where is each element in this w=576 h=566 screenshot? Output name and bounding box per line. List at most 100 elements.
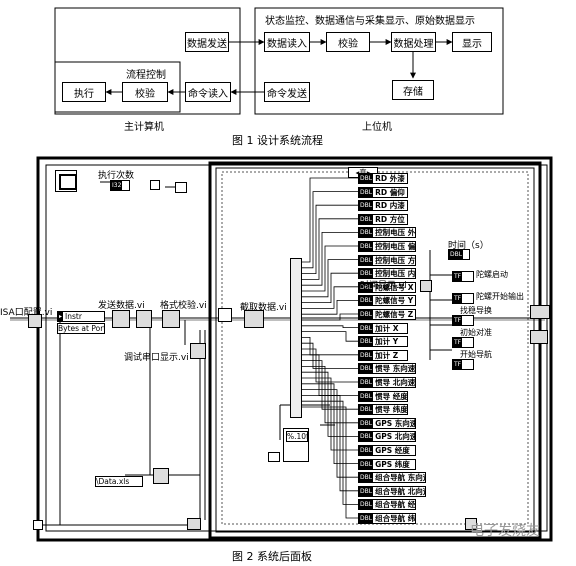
output-indicator-label: 陀螺信号 Z [375,310,414,319]
upper-label: 上位机 [362,122,392,133]
close-port-icon [187,518,201,530]
signal-wire [302,300,358,315]
error-out-icon [530,330,548,344]
dbl-type-badge: DBL [359,446,374,455]
signal-wire [302,325,358,328]
output-indicator-label: 惯导 东向速度 [375,364,416,374]
dbl-type-badge: DBL [359,432,374,442]
signal-wire [302,366,358,424]
output-indicator-label: RD 外漆 [375,174,405,183]
output-indicator-label: 陀螺信号 Y [375,296,414,306]
host-exec-box: 执行 [62,82,106,102]
dbl-type-badge: DBL [359,418,374,428]
bool-indicator: TF [452,359,474,370]
send-data-label: 发送数据.vi [98,301,145,311]
host-read-box: 命令读入 [185,82,231,102]
wait-icon [175,182,187,193]
status-indicator-label: 初始对准 [460,328,492,337]
dbl-type-badge: DBL [359,296,374,306]
output-indicator-label: 陀螺信号 X [375,282,414,292]
signal-wire [302,342,358,369]
write-file-icon [153,468,169,484]
output-indicator-label: 控制电压 内漆 [375,269,416,279]
dbl-type-badge: DBL [359,201,374,211]
time-indicator: DBL [448,249,470,260]
figure1-caption: 图 1 设计系统流程 [232,134,323,147]
output-indicator-label: 惯导 北向速度 [375,378,416,387]
tf-type-badge: TF [453,272,463,281]
serial-read-icon [136,310,152,328]
signal-wire [302,218,358,280]
signal-wire [302,377,358,451]
debug-port-vi-icon [190,343,206,359]
tf-type-badge: TF [453,316,463,325]
host-check-box: 校验 [122,82,168,102]
dbl-type-badge: DBL [359,405,374,415]
upper-send-box: 命令发送 [264,82,310,102]
signal-wire [302,395,358,492]
dbl-type-badge: DBL [359,228,374,238]
dbl-type-badge: DBL [359,473,374,483]
loop-indicator-icon [55,170,77,192]
tf-type-badge: TF [453,294,463,303]
shift-register-icon [218,308,232,322]
close-vi-icon [530,305,550,319]
figure2-caption: 图 2 系统后面板 [232,550,312,563]
debug-port-label: 调试串口显示.vi [124,353,189,363]
output-indicator-label: 控制电压 方位 [375,255,416,265]
signal-wire [302,400,358,505]
status-indicator-label: 陀螺启动 [476,270,508,279]
upper-display-box: 显示 [452,32,492,52]
signal-wire [302,389,358,478]
output-indicator-label: 组合导航 经度 [375,500,416,510]
extract-label: 截取数据.vi [240,303,287,313]
output-indicator-label: 组合导航 东向速度 [375,473,425,483]
watermark: 电子发烧友 [470,523,540,539]
dbl-type-badge: DBL [359,364,374,374]
dbl-type-badge: DBL [359,486,374,496]
tf-type-badge: TF [453,360,463,369]
flow-control-label: 流程控制 [126,70,166,81]
send-data-vi-icon [112,310,130,328]
signal-wire [302,360,358,410]
index-array-block [290,258,302,418]
time-label: 时间（s） [448,241,489,251]
dbl-type-badge: DBL [359,174,374,183]
output-indicator-label: GPS 北向速度 [375,432,415,442]
signal-wire [302,337,358,356]
time-display-label: 时间显示.vi [360,281,407,291]
signal-wire [302,245,358,292]
format-string-constant: %.10f [286,431,308,442]
stop-button-terminal [33,520,43,530]
dbl-type-badge: DBL [359,350,374,360]
upper-process-box: 数据处理 [391,32,436,52]
host-label: 主计算机 [124,122,164,133]
output-indicator-label: 加计 Z [375,350,399,360]
isa-config-label: ISA口配置.vi [0,308,53,318]
signal-wire [302,272,358,303]
iteration-terminal [150,180,160,190]
dbl-type-badge: DBL [359,514,374,523]
dbl-type-badge: DBL [359,323,374,333]
upper-read-box: 数据读入 [264,32,310,52]
output-indicator-label: 控制电压 外漆 [375,228,416,238]
format-check-label: 格式校验.vi [160,301,207,311]
exec-count-label: 执行次数 [98,171,135,181]
